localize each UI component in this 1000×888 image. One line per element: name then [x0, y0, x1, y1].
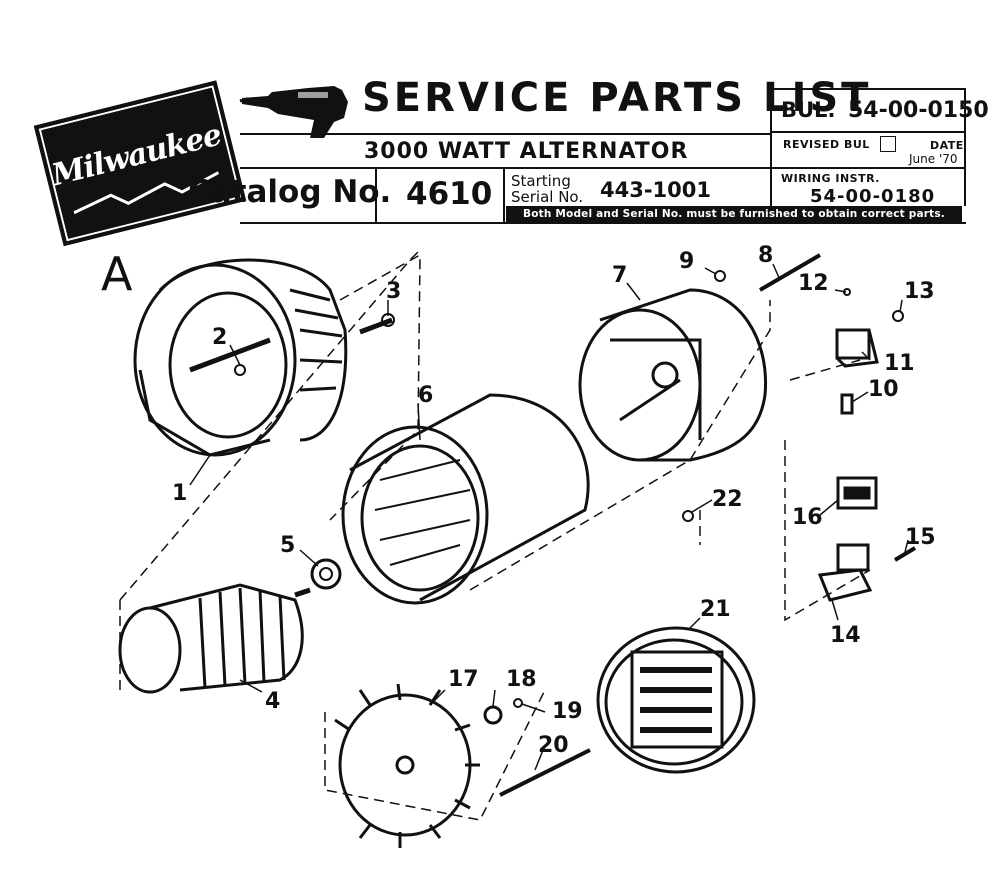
callout-16: 16 [792, 505, 823, 530]
callout-21: 21 [700, 597, 731, 622]
rule-vert-right-outer [964, 88, 966, 206]
drill-icon [239, 86, 348, 138]
callout-9: 9 [679, 249, 694, 274]
callout-6: 6 [418, 383, 433, 408]
assembly-dashed-lines [119, 249, 871, 821]
callout-10: 10 [868, 377, 899, 402]
product-subtitle: 3000 WATT ALTERNATOR [364, 139, 689, 164]
rule-right-mid [770, 131, 966, 133]
bulletin-number: 54-00-0150 [848, 98, 989, 123]
part-4-rotor [118, 583, 311, 694]
part-6-stator [341, 393, 590, 605]
part-8-rod [758, 253, 822, 292]
part-19-nut [513, 698, 523, 708]
part-3-screw [359, 313, 395, 335]
callout-7: 7 [612, 263, 627, 288]
rule-subtitle-bottom [240, 167, 966, 169]
part-17-fan [334, 683, 480, 848]
part-5-washer [310, 558, 342, 590]
part-21-end-cover [596, 626, 756, 774]
part-22-screw [682, 510, 694, 522]
callout-18: 18 [506, 667, 537, 692]
callout-20: 20 [538, 733, 569, 758]
rule-vert-number [503, 169, 505, 222]
callout-22: 22 [712, 487, 743, 512]
callout-15: 15 [905, 525, 936, 550]
part-13-screw [892, 310, 904, 322]
rule-vert-right [770, 88, 772, 206]
section-letter: A [101, 247, 133, 301]
starting-label-line1: Starting [511, 172, 571, 190]
date-value: June '70 [909, 152, 958, 166]
part-18-washer [483, 705, 503, 725]
callout-12: 12 [798, 271, 829, 296]
rule-right-top [770, 88, 966, 90]
leader-lines [189, 263, 909, 771]
rule-title-bottom [240, 133, 770, 135]
catalog-label: Catalog No. [188, 174, 392, 210]
part-15-screw [893, 546, 917, 562]
callout-4: 4 [265, 689, 280, 714]
callout-1: 1 [172, 481, 187, 506]
part-20-bolt [499, 748, 591, 797]
callout-2: 2 [212, 325, 227, 350]
callout-19: 19 [552, 699, 583, 724]
rule-vert-catalog [375, 169, 377, 222]
wiring-label: WIRING INSTR. [781, 172, 880, 185]
callout-numbers: 1 2 3 4 5 6 7 8 9 10 11 12 13 14 15 16 1… [172, 243, 936, 758]
milwaukee-logo: Milwaukee [29, 62, 247, 261]
bulletin-label: BUL. [781, 98, 836, 122]
revised-checkbox [880, 136, 896, 152]
starting-serial-label: Starting Serial No. [511, 173, 583, 205]
callout-5: 5 [280, 533, 295, 558]
part-11-terminal-block [835, 328, 879, 368]
part-2-bearing [234, 364, 246, 376]
date-label: DATE [930, 139, 964, 152]
callout-3: 3 [386, 279, 401, 304]
revised-bul-label: REVISED BUL [783, 138, 870, 151]
part-7-frame [578, 288, 768, 462]
callout-11: 11 [884, 351, 915, 376]
starting-serial-number: 443-1001 [600, 178, 711, 202]
part-10-fuse [840, 393, 854, 415]
callout-13: 13 [904, 279, 935, 304]
catalog-number: 4610 [406, 176, 493, 212]
callout-17: 17 [448, 667, 479, 692]
wiring-number: 54-00-0180 [810, 186, 936, 207]
serial-notice: Both Model and Serial No. must be furnis… [506, 206, 962, 222]
part-9-nut [714, 270, 726, 282]
part-1-end-bell [133, 258, 348, 457]
part-14-bracket [817, 543, 873, 602]
callout-14: 14 [830, 623, 861, 648]
part-16-switch [836, 476, 878, 510]
callout-8: 8 [758, 243, 773, 268]
rule-catalog-bottom [240, 222, 966, 224]
page-title: SERVICE PARTS LIST [362, 75, 872, 121]
starting-label-line2: Serial No. [511, 188, 584, 206]
lightning-bolt-icon [73, 171, 220, 215]
